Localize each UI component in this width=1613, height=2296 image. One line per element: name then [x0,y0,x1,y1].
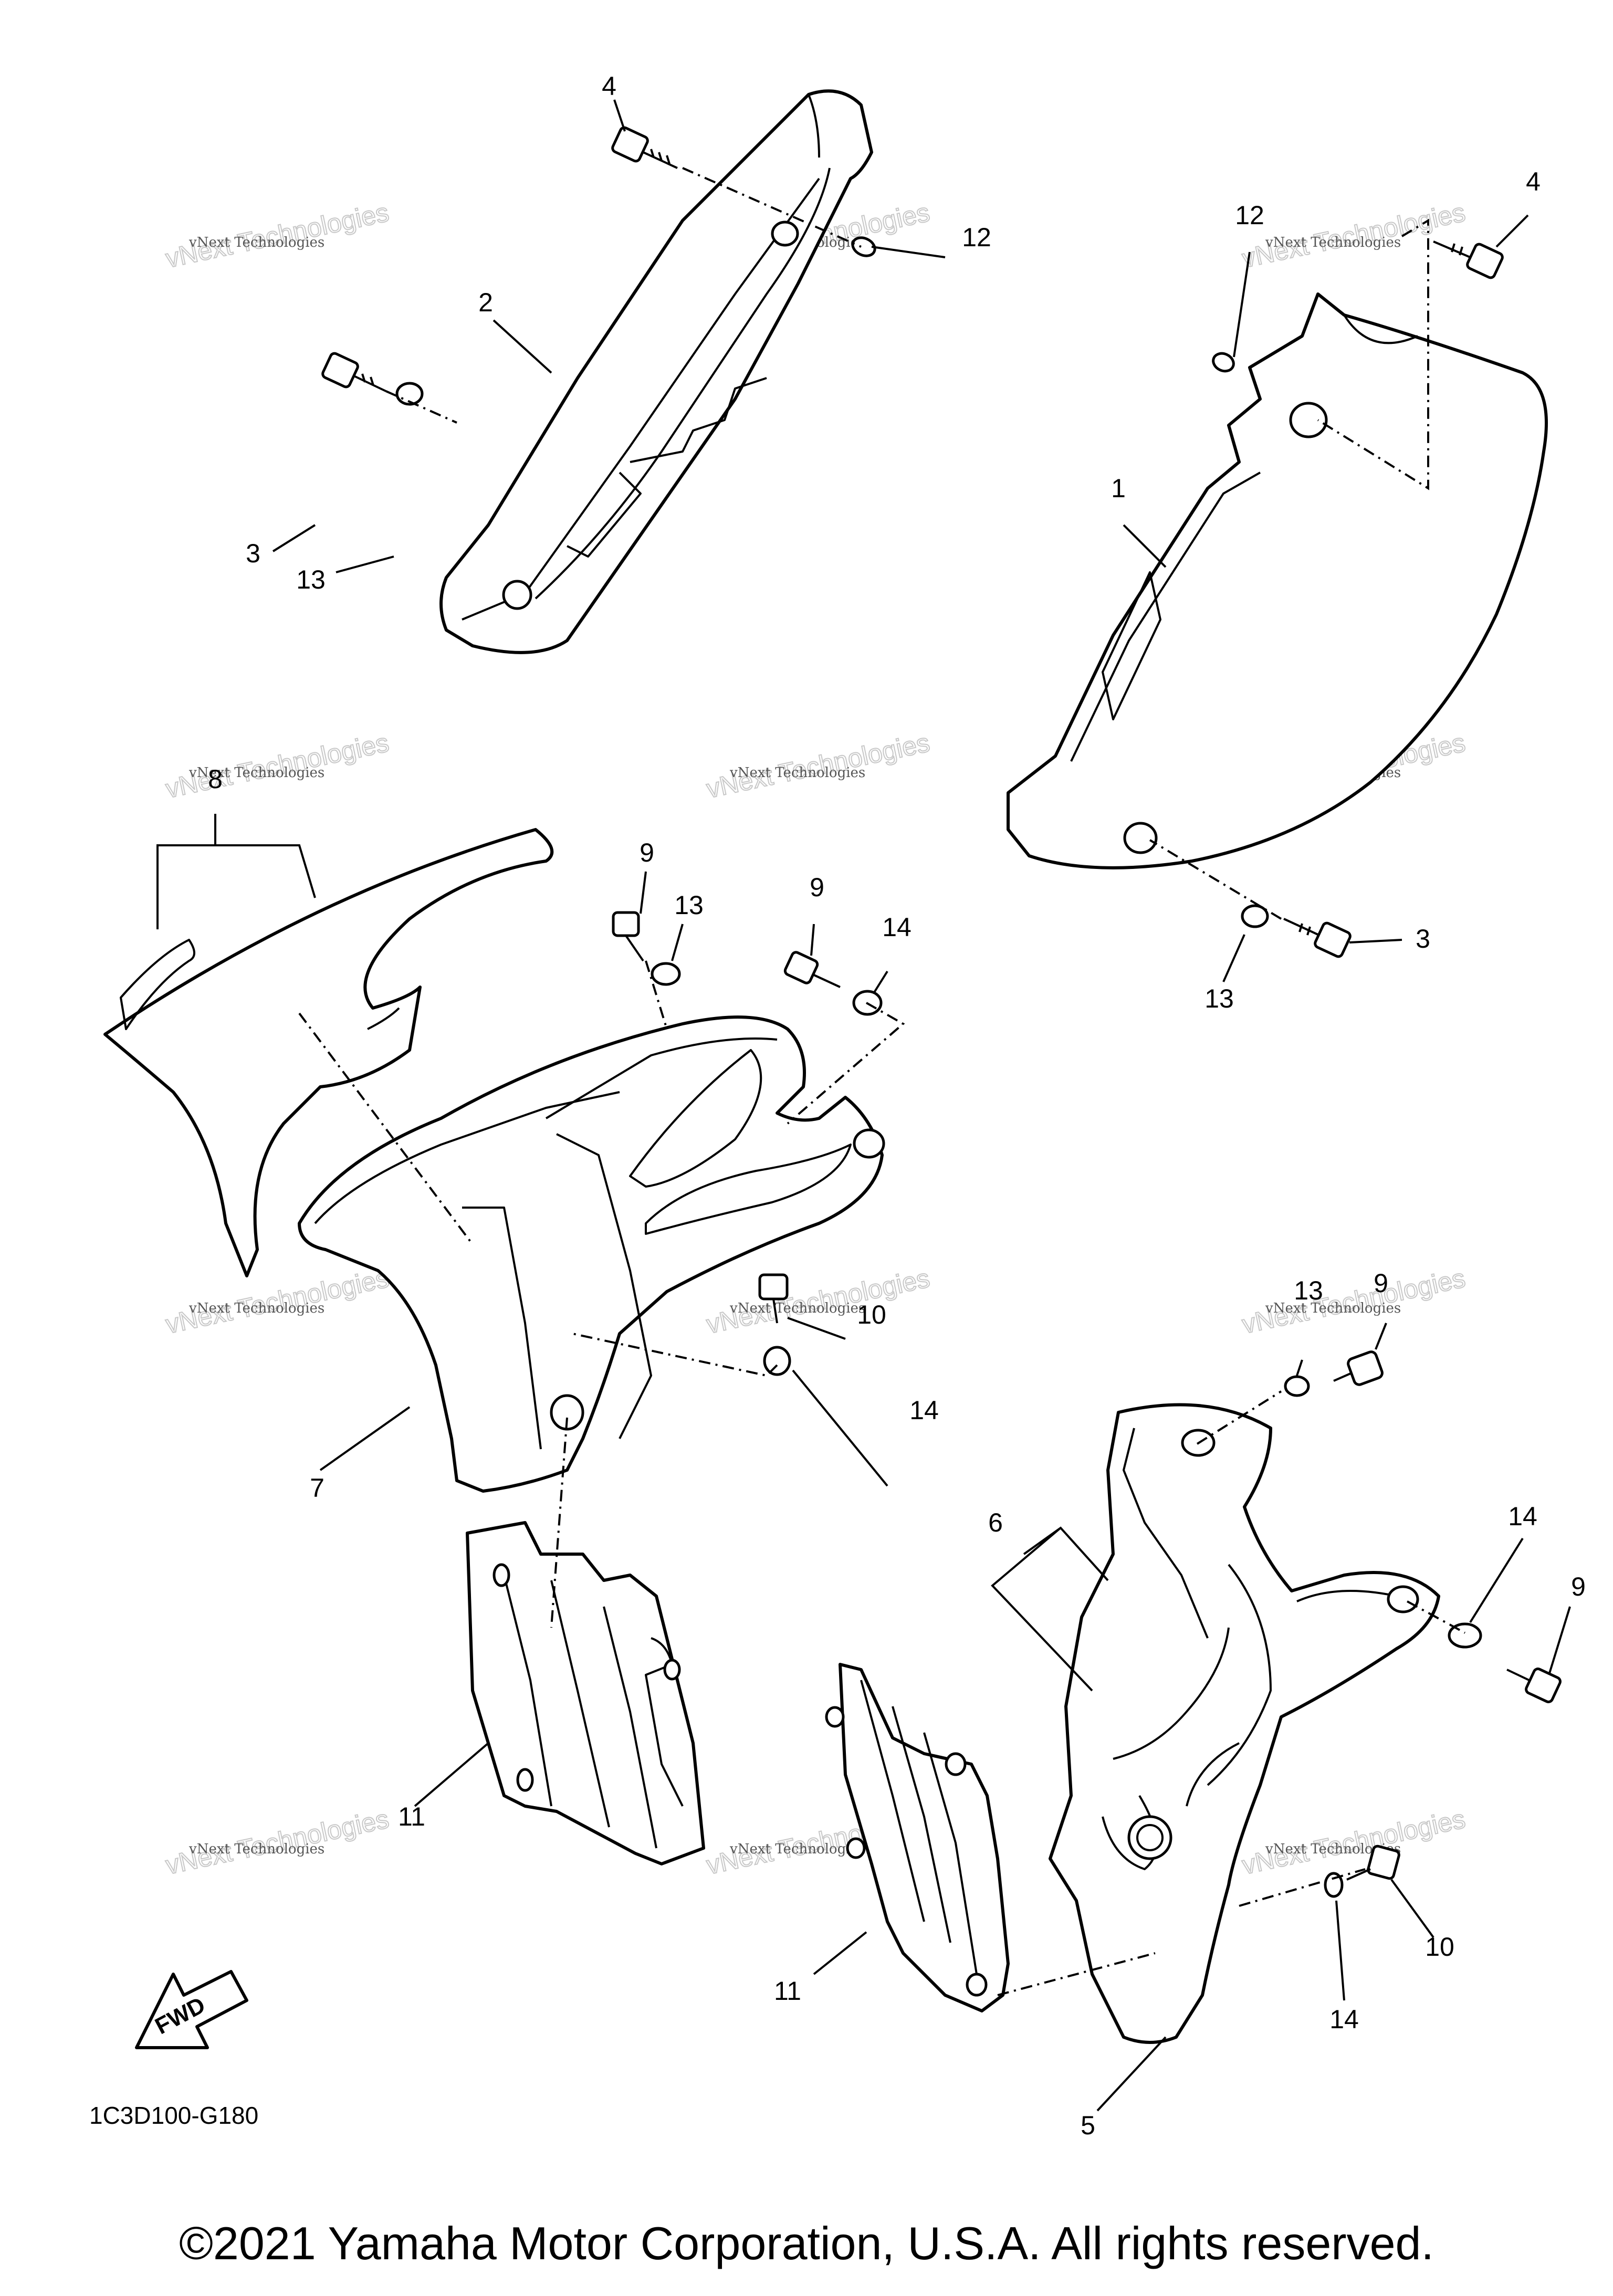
watermark-text: vNext Technologies [1265,235,1401,250]
collar-13-c [651,962,681,986]
callout-14-a: 14 [882,913,912,942]
collar-14-d [1324,1872,1344,1898]
callout-8: 8 [208,764,223,794]
callout-13-d: 13 [1294,1276,1323,1305]
grommet-12-left [851,236,876,257]
part-7-left-radiator-shroud [298,1015,885,1493]
callout-9-b: 9 [810,873,824,902]
part-11-left-radiator-louver [466,1521,705,1865]
bolt-10-a [758,1273,789,1324]
callout-3-left: 3 [246,539,260,568]
watermark-text: vNext Technologies [729,1301,865,1316]
bolt-9-c [1333,1350,1384,1386]
watermark-text: vNext Technologies [188,1301,324,1316]
collar-13-d [1284,1375,1310,1397]
callout-9-d: 9 [1571,1572,1586,1601]
callout-12-left: 12 [962,223,991,252]
callout-13-c: 13 [674,890,704,920]
grommet-12-right [1212,352,1235,373]
callout-2: 2 [478,288,493,317]
watermark-text: vNext Technologies [188,765,324,781]
callout-14-c: 14 [1508,1502,1537,1531]
collar-13-b [1241,904,1269,928]
callout-4-left: 4 [602,71,616,101]
callout-12-right: 12 [1235,201,1264,230]
part-2-left-side-cover [439,89,873,654]
bolt-3-left [321,352,386,392]
watermark-text: vNext Technologies [1265,1301,1401,1316]
bolt-4-left [611,126,678,169]
callout-13-left: 13 [296,565,326,594]
fwd-arrow: FWD [135,1970,248,2049]
copyright-notice: ©2021 Yamaha Motor Corporation, U.S.A. A… [179,2217,1434,2269]
bolt-9-d [1506,1668,1562,1703]
callout-13-right: 13 [1204,984,1234,1013]
part-11-right-radiator-louver [825,1663,1010,2012]
collar-14-b [763,1346,791,1376]
watermark-text: vNext Technologies [729,1841,865,1857]
collar-13-a [395,382,424,406]
diagram-code: 1C3D100-G180 [89,2102,258,2129]
callout-9-c: 9 [1374,1268,1388,1298]
callout-14-b: 14 [909,1396,939,1425]
bolt-10-b [1346,1844,1400,1881]
callout-10-b: 10 [1425,1932,1454,1962]
callout-9-a: 9 [640,838,654,867]
bolt-3-right [1283,918,1352,958]
callout-1: 1 [1111,474,1126,503]
alignment-lines [298,167,1465,1996]
bolt-9-b [783,951,841,988]
bolt-9-a [612,911,644,962]
callout-14-d: 14 [1329,2005,1359,2034]
callout-11-right: 11 [774,1976,801,2006]
watermark-text: vNext Technologies [729,765,865,781]
callout-7: 7 [310,1473,324,1503]
callout-11-left: 11 [398,1802,425,1831]
callout-4-right: 4 [1526,167,1541,196]
watermark-text: vNext Technologies [188,235,324,250]
callout-labels: 4 12 2 3 13 4 12 1 3 13 8 9 13 9 14 7 10… [208,71,1586,2140]
callout-5: 5 [1081,2111,1095,2140]
callout-6: 6 [988,1508,1003,1537]
part-5-right-radiator-shroud [1049,1403,1440,2044]
part-1-right-side-cover [1007,292,1548,869]
callout-3-right: 3 [1416,924,1430,953]
bolt-4-right [1433,240,1504,279]
callout-10-a: 10 [857,1300,886,1329]
watermark-text: vNext Technologies [188,1841,324,1857]
leader-lines [156,99,1571,2112]
